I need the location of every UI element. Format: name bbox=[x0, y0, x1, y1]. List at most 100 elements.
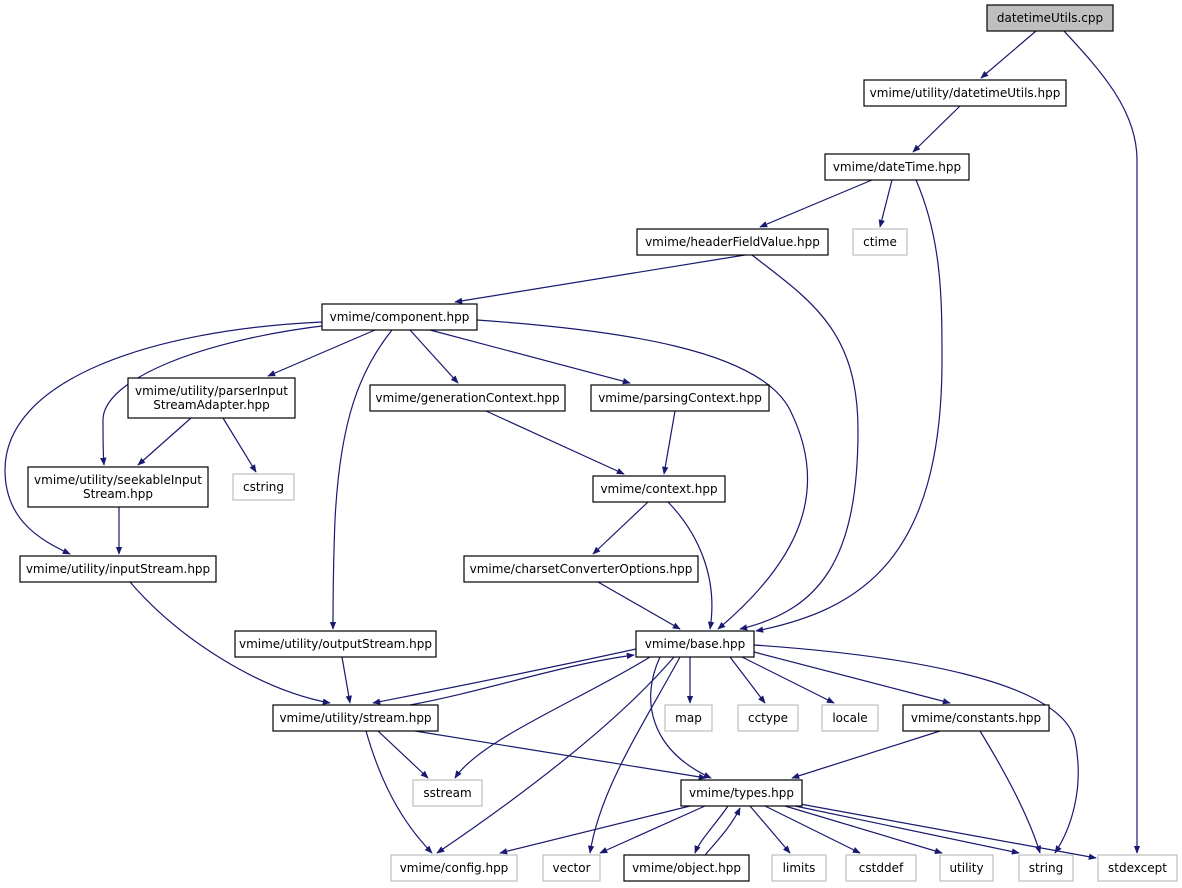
node-box-component_hpp bbox=[321, 303, 478, 331]
node-box-vector bbox=[542, 854, 601, 882]
edge-types_hpp-to-config_hpp bbox=[499, 805, 691, 855]
node-stdexcept: stdexcept bbox=[1097, 854, 1178, 882]
node-label-parserInputStreamAdapter_hpp-line-1: vmime/utility/parserInput bbox=[135, 384, 288, 398]
node-label-config_hpp: vmime/config.hpp bbox=[400, 861, 509, 875]
edge-parserInputStreamAdapter_hpp-to-seekableInputStream_hpp bbox=[137, 417, 192, 466]
edge-component_hpp-to-seekableInputStream_hpp bbox=[100, 324, 331, 466]
node-label-ctime: ctime bbox=[863, 235, 897, 249]
edge-context_hpp-to-base_hpp bbox=[667, 501, 715, 630]
node-box-parserInputStreamAdapter_hpp bbox=[127, 377, 296, 419]
node-ctime: ctime bbox=[852, 228, 908, 256]
node-label-vector: vector bbox=[552, 861, 590, 875]
node-label-outputStream_hpp: vmime/utility/outputStream.hpp bbox=[239, 637, 432, 651]
node-label-seekableInputStream_hpp-line-2: Stream.hpp bbox=[83, 487, 153, 501]
node-label-inputStream_hpp: vmime/utility/inputStream.hpp bbox=[26, 562, 210, 576]
node-headerFieldValue_hpp[interactable]: vmime/headerFieldValue.hpp bbox=[636, 228, 829, 256]
node-object_hpp[interactable]: vmime/object.hpp bbox=[623, 854, 750, 882]
edge-component_hpp-to-parserInputStreamAdapter_hpp bbox=[267, 329, 376, 377]
node-box-context_hpp bbox=[592, 475, 726, 503]
node-box-string bbox=[1018, 854, 1074, 882]
node-generationContext_hpp[interactable]: vmime/generationContext.hpp bbox=[369, 384, 566, 412]
node-box-stream_hpp bbox=[272, 704, 439, 732]
node-label-dateTime_hpp: vmime/dateTime.hpp bbox=[833, 160, 961, 174]
node-cstddef: cstddef bbox=[845, 854, 917, 882]
node-box-outputStream_hpp bbox=[234, 630, 437, 658]
node-base_hpp[interactable]: vmime/base.hpp bbox=[635, 630, 755, 658]
edges-layer bbox=[4, 30, 1141, 860]
node-label-map: map bbox=[675, 711, 702, 725]
node-label-locale: locale bbox=[832, 711, 867, 725]
node-locale: locale bbox=[821, 704, 879, 732]
edge-base_hpp-to-constants_hpp bbox=[753, 651, 951, 705]
node-cctype: cctype bbox=[737, 704, 799, 732]
node-dateTime_hpp[interactable]: vmime/dateTime.hpp bbox=[824, 153, 970, 181]
node-box-dateTime_hpp bbox=[824, 153, 970, 181]
edge-headerFieldValue_hpp-to-base_hpp bbox=[739, 254, 859, 631]
node-label-stream_hpp: vmime/utility/stream.hpp bbox=[279, 711, 431, 725]
node-label-generationContext_hpp: vmime/generationContext.hpp bbox=[375, 391, 559, 405]
edge-types_hpp-to-string bbox=[794, 805, 1020, 855]
node-parsingContext_hpp[interactable]: vmime/parsingContext.hpp bbox=[590, 384, 770, 412]
node-component_hpp[interactable]: vmime/component.hpp bbox=[321, 303, 478, 331]
edge-headerFieldValue_hpp-to-component_hpp bbox=[454, 254, 746, 305]
node-box-base_hpp bbox=[635, 630, 755, 658]
edge-dateTime_hpp-to-base_hpp bbox=[755, 179, 943, 633]
node-box-cstring bbox=[232, 473, 295, 501]
node-label-parserInputStreamAdapter_hpp-line-2: StreamAdapter.hpp bbox=[153, 398, 270, 412]
node-stream_hpp[interactable]: vmime/utility/stream.hpp bbox=[272, 704, 439, 732]
node-box-cstddef bbox=[845, 854, 917, 882]
edge-stream_hpp-to-config_hpp bbox=[365, 730, 433, 854]
edge-constants_hpp-to-string bbox=[979, 730, 1041, 854]
node-box-ctime bbox=[852, 228, 908, 256]
node-box-charsetConverterOptions_hpp bbox=[463, 555, 699, 583]
node-label-charsetConverterOptions_hpp: vmime/charsetConverterOptions.hpp bbox=[470, 562, 693, 576]
edge-charsetConverterOptions_hpp-to-base_hpp bbox=[597, 581, 681, 630]
node-charsetConverterOptions_hpp[interactable]: vmime/charsetConverterOptions.hpp bbox=[463, 555, 699, 583]
node-label-base_hpp: vmime/base.hpp bbox=[645, 637, 746, 651]
edge-types_hpp-to-utility bbox=[784, 805, 943, 855]
node-types_hpp[interactable]: vmime/types.hpp bbox=[680, 779, 803, 807]
node-datetimeUtils_cpp[interactable]: datetimeUtils.cpp bbox=[986, 4, 1114, 32]
edge-datetimeUtils_cpp-to-utility_datetimeUtils_hpp bbox=[980, 30, 1037, 79]
node-box-generationContext_hpp bbox=[369, 384, 566, 412]
node-constants_hpp[interactable]: vmime/constants.hpp bbox=[902, 704, 1050, 732]
edge-types_hpp-to-stdexcept bbox=[799, 803, 1097, 860]
edge-context_hpp-to-charsetConverterOptions_hpp bbox=[592, 501, 649, 555]
node-cstring: cstring bbox=[232, 473, 295, 501]
edge-constants_hpp-to-types_hpp bbox=[791, 730, 941, 779]
node-box-utility_datetimeUtils_hpp bbox=[863, 79, 1067, 107]
edge-parserInputStreamAdapter_hpp-to-cstring bbox=[222, 417, 257, 473]
node-box-inputStream_hpp bbox=[19, 555, 217, 583]
edge-component_hpp-to-outputStream_hpp bbox=[329, 329, 393, 630]
node-utility_datetimeUtils_hpp[interactable]: vmime/utility/datetimeUtils.hpp bbox=[863, 79, 1067, 107]
edge-base_hpp-to-locale bbox=[741, 656, 835, 704]
node-context_hpp[interactable]: vmime/context.hpp bbox=[592, 475, 726, 503]
node-box-headerFieldValue_hpp bbox=[636, 228, 829, 256]
edge-component_hpp-to-parsingContext_hpp bbox=[429, 329, 631, 385]
node-box-constants_hpp bbox=[902, 704, 1050, 732]
edge-datetimeUtils_cpp-to-stdexcept bbox=[1063, 30, 1141, 854]
node-box-sstream bbox=[412, 779, 483, 807]
edge-outputStream_hpp-to-stream_hpp bbox=[341, 656, 352, 704]
node-inputStream_hpp[interactable]: vmime/utility/inputStream.hpp bbox=[19, 555, 217, 583]
node-label-sstream: sstream bbox=[423, 786, 471, 800]
node-label-cstddef: cstddef bbox=[859, 861, 904, 875]
node-label-object_hpp: vmime/object.hpp bbox=[632, 861, 741, 875]
node-box-seekableInputStream_hpp bbox=[27, 466, 209, 508]
node-parserInputStreamAdapter_hpp[interactable]: vmime/utility/parserInputStreamAdapter.h… bbox=[127, 377, 296, 419]
edge-component_hpp-to-base_hpp bbox=[476, 319, 809, 630]
edge-types_hpp-to-cstddef bbox=[764, 805, 861, 854]
node-box-locale bbox=[821, 704, 879, 732]
node-label-utility_datetimeUtils_hpp: vmime/utility/datetimeUtils.hpp bbox=[870, 86, 1061, 100]
edge-component_hpp-to-generationContext_hpp bbox=[409, 329, 459, 384]
node-label-utility: utility bbox=[949, 861, 983, 875]
edge-base_hpp-to-cctype bbox=[729, 656, 766, 704]
node-outputStream_hpp[interactable]: vmime/utility/outputStream.hpp bbox=[234, 630, 437, 658]
node-utility: utility bbox=[939, 854, 994, 882]
node-label-context_hpp: vmime/context.hpp bbox=[600, 482, 717, 496]
node-label-component_hpp: vmime/component.hpp bbox=[330, 310, 470, 324]
edge-types_hpp-to-object_hpp bbox=[694, 805, 729, 854]
edge-stream_hpp-to-sstream bbox=[377, 730, 429, 779]
